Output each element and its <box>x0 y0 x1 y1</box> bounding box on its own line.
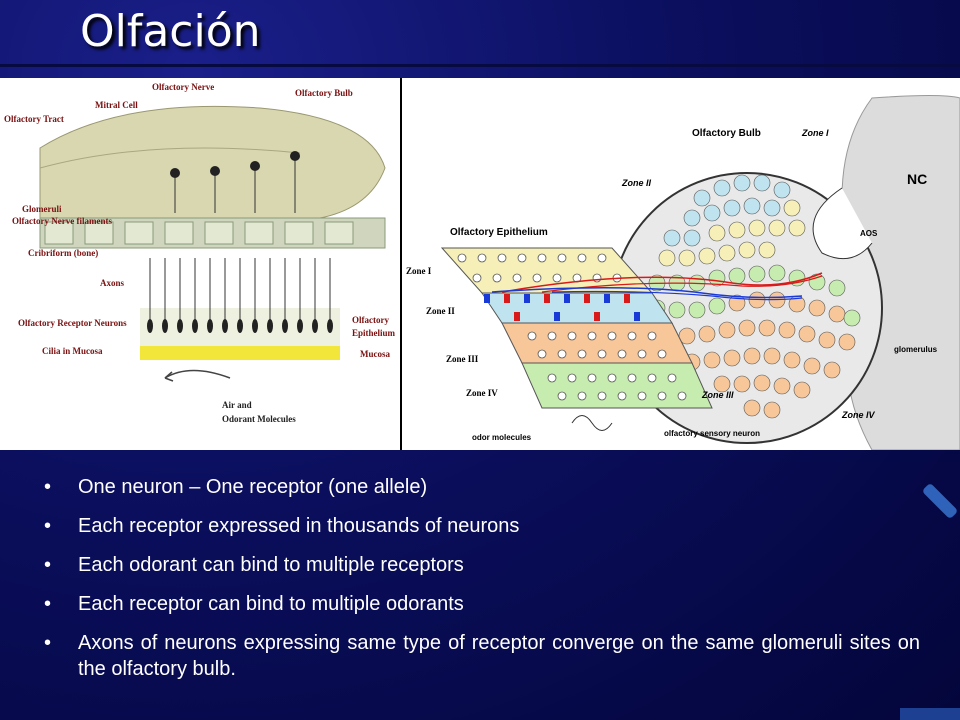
olfactory-zones-figure: Olfactory Bulb Zone I Zone II NC AOS Olf… <box>402 78 960 451</box>
label-mitral-cell: Mitral Cell <box>95 100 138 110</box>
bullet-dot: • <box>44 632 52 654</box>
label-glomerulus: glomerulus <box>894 345 938 354</box>
label-mucosa: Mucosa <box>360 349 390 359</box>
figure-divider <box>400 78 402 450</box>
label-axons: Axons <box>100 278 125 288</box>
label-receptor-neurons: Olfactory Receptor Neurons <box>18 318 127 328</box>
bullet-text: Axons of neurons expressing same type of… <box>78 632 920 680</box>
label-air-and: Air and <box>222 400 252 410</box>
label-olfactory-tract: Olfactory Tract <box>4 114 64 124</box>
bullet-dot: • <box>44 554 52 576</box>
bullet-list: •One neuron – One receptor (one allele) … <box>44 474 920 695</box>
bullet-dot: • <box>44 593 52 615</box>
bullet-text: Each receptor expressed in thousands of … <box>78 515 520 537</box>
label-zone-i-bulb: Zone I <box>801 128 829 138</box>
bullet-item: • Each odorant can bind to multiple recep… <box>44 552 920 578</box>
label-zone-i: Zone I <box>406 266 432 276</box>
label-bulb-title: Olfactory Bulb <box>692 128 761 139</box>
bullet-item: • Each receptor expressed in thousands of… <box>44 513 920 539</box>
label-zone-ii-bulb: Zone II <box>621 178 651 188</box>
label-olfactory-nerve: Olfactory Nerve <box>152 82 214 92</box>
label-cilia: Cilia in Mucosa <box>42 346 103 356</box>
bullet-text: Each receptor can bind to multiple odora… <box>78 593 464 615</box>
bullet-text: One neuron – One receptor (one allele) <box>78 476 428 498</box>
bullet-text: Each odorant can bind to multiple recept… <box>78 554 464 576</box>
decorative-stripe <box>900 708 960 720</box>
label-nc: NC <box>907 171 927 187</box>
slide-title: Olfación <box>80 6 261 57</box>
label-zone-ii: Zone II <box>426 306 455 316</box>
label-sensory-neuron: olfactory sensory neuron <box>664 429 760 438</box>
bullet-dot: • <box>44 476 52 498</box>
label-zone-iii: Zone III <box>446 354 479 364</box>
label-olfactory-bulb: Olfactory Bulb <box>295 88 353 98</box>
label-olfactory: Olfactory <box>352 315 389 325</box>
label-aos: AOS <box>860 229 878 238</box>
decorative-stripe <box>921 482 959 520</box>
label-zone-iii-bulb: Zone III <box>701 390 734 400</box>
label-zone-iv-bulb: Zone IV <box>841 410 875 420</box>
label-odor-molecules: odor molecules <box>472 433 532 442</box>
label-nerve-filaments: Olfactory Nerve filaments <box>12 216 112 226</box>
label-cribriform: Cribriform (bone) <box>28 248 98 258</box>
bullet-item: • Each receptor can bind to multiple odor… <box>44 591 920 617</box>
label-epithelium-title: Olfactory Epithelium <box>450 227 548 238</box>
title-underline <box>0 64 960 67</box>
label-odorant-molecules: Odorant Molecules <box>222 414 296 424</box>
label-epithelium: Epithelium <box>352 328 396 338</box>
label-glomeruli: Glomeruli <box>22 204 62 214</box>
bullet-item: • Axons of neurons expressing same type o… <box>44 630 920 682</box>
olfactory-anatomy-figure: Olfactory Nerve Olfactory Bulb Mitral Ce… <box>0 78 400 450</box>
bullet-dot: • <box>44 515 52 537</box>
bullet-item: • One neuron – One receptor (one allele) <box>44 474 920 500</box>
label-zone-iv: Zone IV <box>466 388 498 398</box>
